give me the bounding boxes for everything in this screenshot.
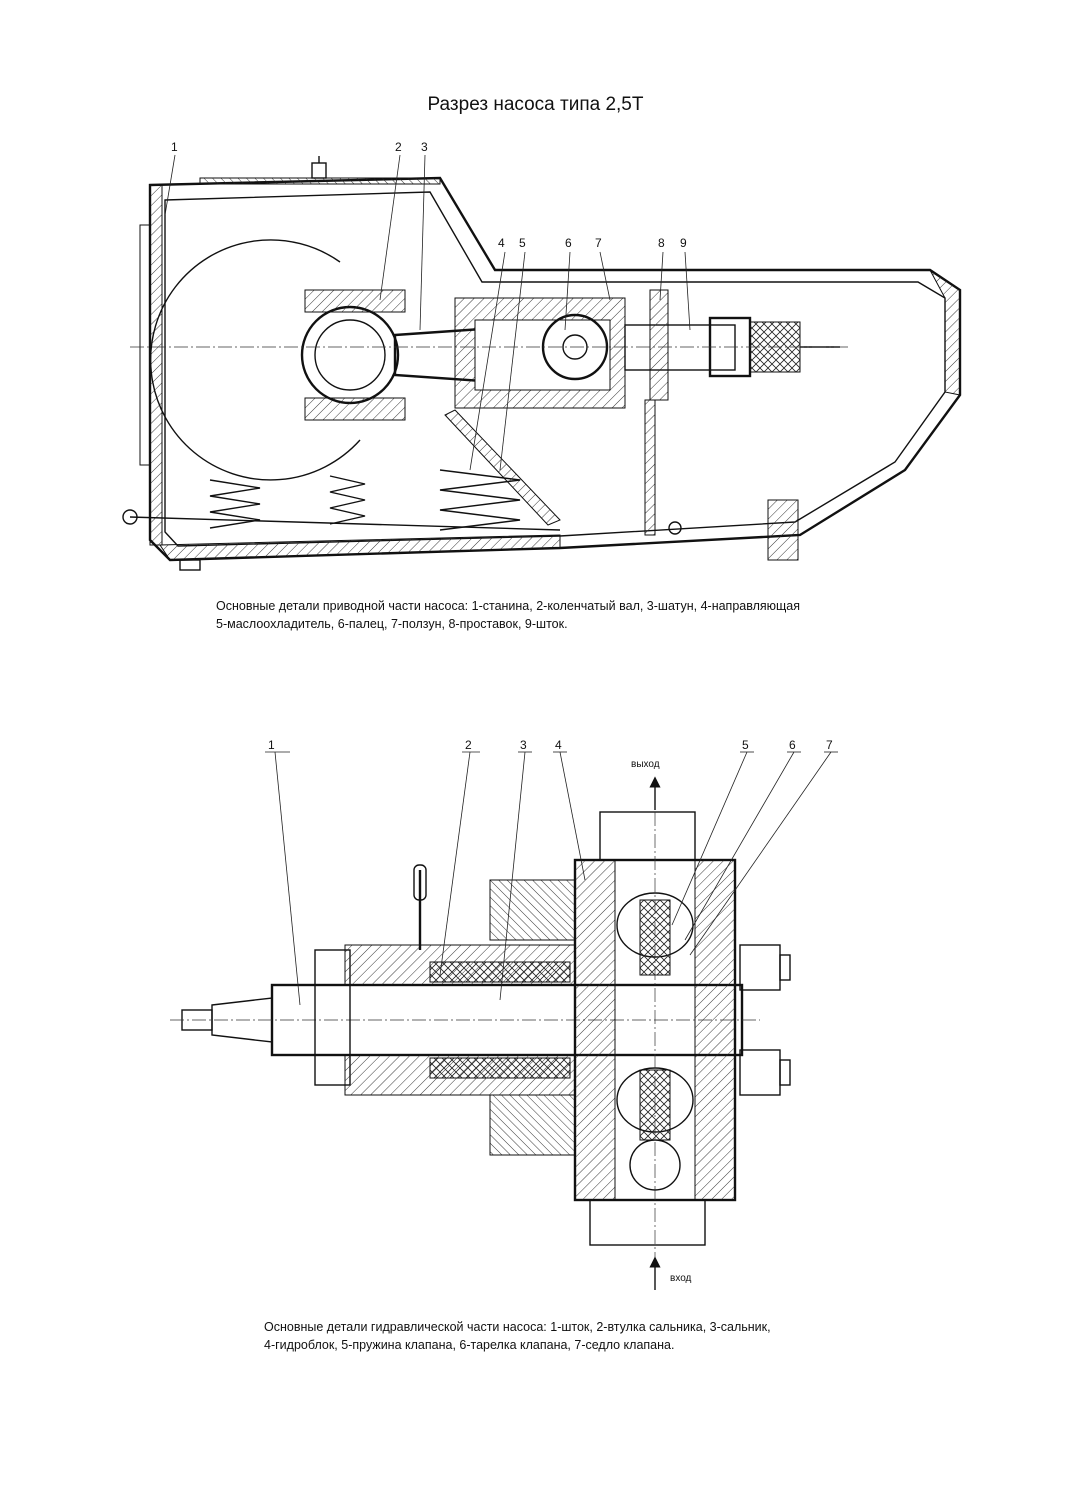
drive-section-caption: Основные детали приводной части насоса: …	[216, 597, 800, 633]
drive-callout-1: 1	[171, 140, 178, 154]
hydraulic-section-drawing	[170, 751, 838, 1290]
hydraulic-callout-1: 1	[268, 738, 275, 752]
page-title: Разрез насоса типа 2,5Т	[427, 94, 644, 115]
drive-caption-line-1: Основные детали приводной части насоса: …	[216, 599, 801, 613]
drive-callout-7: 7	[595, 236, 602, 250]
drive-callout-5: 5	[519, 236, 526, 250]
inlet-label: вход	[670, 1273, 692, 1284]
outlet-label: выход	[631, 759, 660, 770]
hydraulic-callout-4: 4	[555, 738, 562, 752]
drive-callout-4: 4	[498, 236, 505, 250]
hydraulic-callout-5: 5	[742, 738, 749, 752]
hydraulic-caption-line-1: Основные детали гидравлической части нас…	[264, 1320, 771, 1334]
hydraulic-callout-6: 6	[789, 738, 796, 752]
drive-caption-line-2: 5-маслоохладитель, 6-палец, 7-ползун, 8-…	[216, 617, 568, 631]
drive-callout-8: 8	[658, 236, 665, 250]
hydraulic-callout-2: 2	[465, 738, 472, 752]
hydraulic-section-caption: Основные детали гидравлической части нас…	[264, 1318, 771, 1354]
drive-callout-2: 2	[395, 140, 402, 154]
drive-callout-labels: 1 2 3 4 5 6 7 8 9	[171, 140, 687, 250]
drive-callout-3: 3	[421, 140, 428, 154]
hydraulic-callout-labels: 1 2 3 4 5 6 7 выход вход	[268, 738, 833, 1284]
hydraulic-caption-line-2: 4-гидроблок, 5-пружина клапана, 6-тарелк…	[264, 1338, 675, 1352]
hydraulic-callout-7: 7	[826, 738, 833, 752]
drive-callout-9: 9	[680, 236, 687, 250]
drive-callout-6: 6	[565, 236, 572, 250]
drive-section-drawing	[122, 154, 962, 571]
hydraulic-callout-3: 3	[520, 738, 527, 752]
